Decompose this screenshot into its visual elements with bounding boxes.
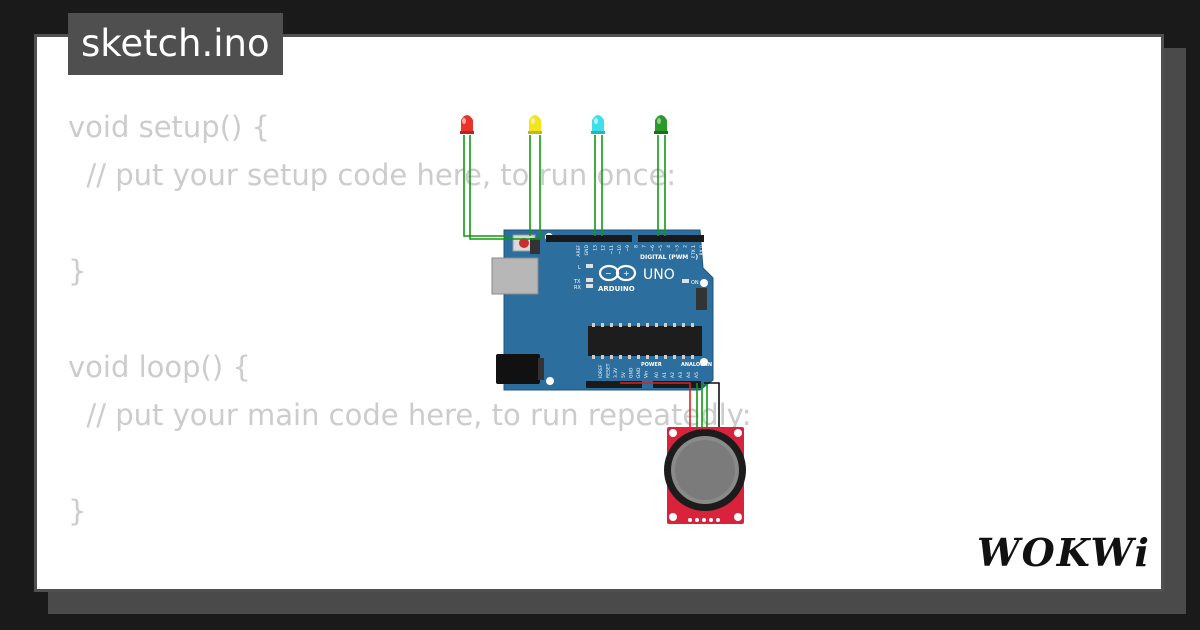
- led-red[interactable]: [460, 115, 474, 134]
- led-wires: [463, 135, 666, 240]
- code-line: void setup() {: [68, 110, 270, 144]
- tx-label: TX: [573, 279, 581, 285]
- pin-label: 13: [592, 245, 598, 251]
- pin-label: RESET: [606, 363, 612, 378]
- pin-label: AREF: [576, 245, 582, 257]
- power-label: POWER: [641, 362, 662, 368]
- pin-label: A4: [686, 372, 692, 378]
- pin-label: ~5: [658, 245, 664, 252]
- l-label: L: [578, 265, 581, 271]
- analog-label: ANALOG IN: [681, 362, 712, 368]
- pin-label: IOREF: [598, 364, 604, 378]
- digital-header: [546, 235, 632, 242]
- svg-text:−: −: [605, 269, 612, 278]
- usb-port: [491, 257, 539, 295]
- led-green[interactable]: [654, 115, 668, 134]
- pin-label: GND: [636, 367, 642, 378]
- pin-label: 4: [666, 245, 672, 248]
- power-header: [586, 381, 642, 388]
- on-label: ON: [691, 280, 699, 286]
- analog-header: [653, 381, 701, 388]
- pin-label: 3.3V: [613, 367, 619, 378]
- pin-label: ~9: [625, 245, 631, 252]
- arduino-uno-board[interactable]: − + UNO ARDUINO DIGITAL (PWM ~) ON L TX …: [491, 229, 714, 391]
- pin-label: 2: [683, 245, 689, 248]
- pin-label: A0: [654, 372, 660, 378]
- svg-text:WOKWi: WOKWi: [977, 530, 1151, 575]
- pin-label: GND: [584, 244, 590, 255]
- pin-label: A2: [670, 372, 676, 378]
- code-line: // put your setup code here, to run once…: [68, 158, 677, 192]
- rx-label: RX: [574, 285, 581, 291]
- file-tab[interactable]: sketch.ino: [68, 13, 283, 75]
- code-line: }: [68, 494, 87, 528]
- code-line: void loop() {: [68, 350, 251, 384]
- pin-label: GND: [628, 367, 634, 378]
- pin-label: TX 1: [691, 245, 697, 256]
- pin-label: 5V: [621, 371, 627, 378]
- pin-label: ~10: [617, 245, 623, 255]
- pin-label: ~6: [650, 245, 656, 252]
- board-model-label: UNO: [643, 267, 675, 283]
- pin-label: ~3: [674, 245, 680, 252]
- pin-label: Vin: [644, 371, 650, 378]
- microcontroller-chip: [588, 326, 702, 356]
- pin-label: 8: [633, 245, 639, 248]
- pin-label: ~11: [609, 245, 615, 255]
- pin-label: A5: [694, 372, 700, 378]
- joystick-module[interactable]: [664, 427, 746, 524]
- pin-label: 7: [642, 245, 648, 248]
- power-jack: [496, 354, 540, 384]
- board-brand-label: ARDUINO: [598, 285, 635, 293]
- code-line: // put your main code here, to run repea…: [68, 398, 752, 432]
- led-yellow[interactable]: [528, 115, 542, 134]
- pin-label: RX 0: [699, 245, 705, 256]
- svg-text:+: +: [623, 269, 630, 278]
- wokwi-logo: WOKWi: [977, 530, 1151, 575]
- pin-label: A1: [662, 372, 668, 378]
- arduino-infinity-logo: [598, 264, 637, 282]
- led-cyan[interactable]: [591, 115, 605, 134]
- code-line: }: [68, 254, 87, 288]
- pin-label: 12: [601, 245, 607, 251]
- pin-label: A3: [678, 372, 684, 378]
- code-editor[interactable]: void setup() { // put your setup code he…: [68, 103, 752, 535]
- digital-label: DIGITAL (PWM ~): [640, 254, 698, 261]
